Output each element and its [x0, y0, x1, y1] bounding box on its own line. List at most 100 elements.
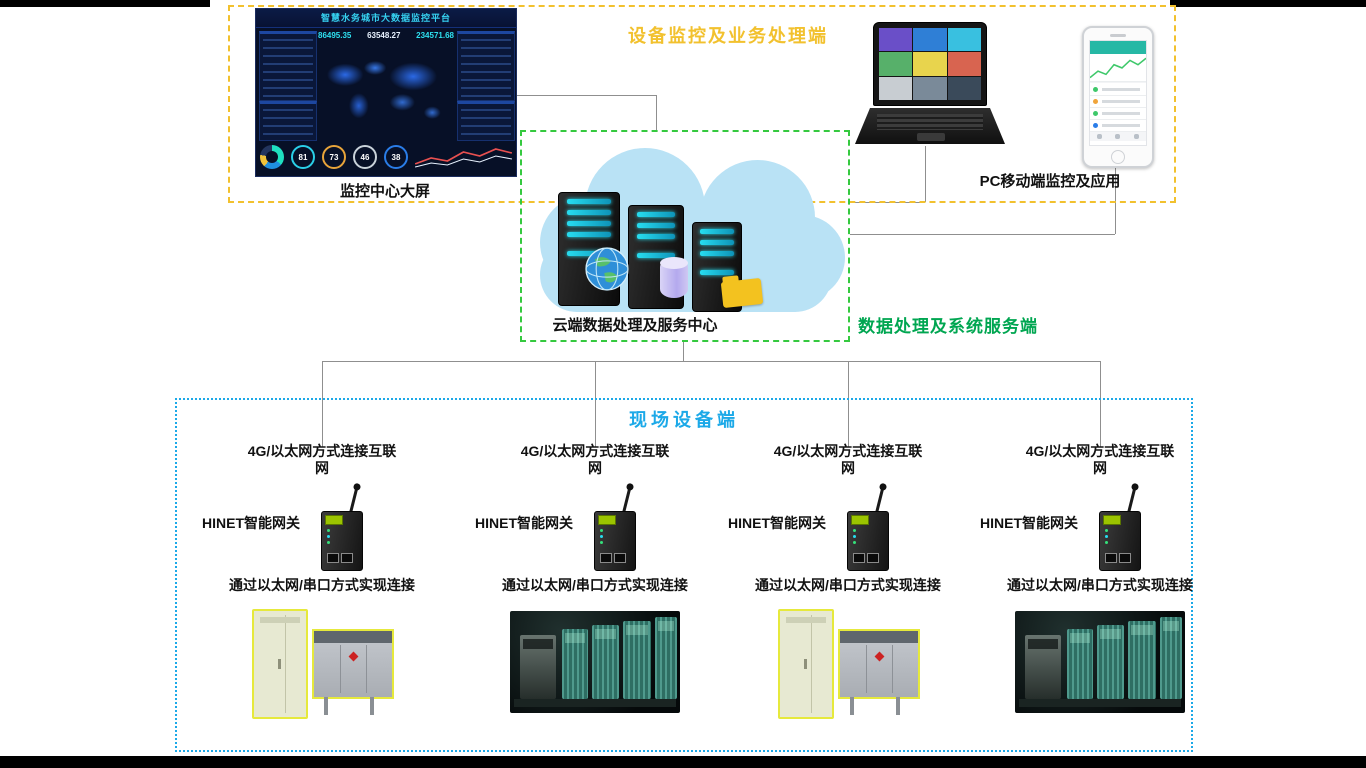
plc-cpu-module	[520, 635, 556, 699]
cabinet-seam	[866, 645, 867, 693]
phone-speaker	[1110, 34, 1126, 37]
cabinet-top	[840, 631, 918, 643]
dashboard-header: 智慧水务城市大数据监控平台	[256, 9, 516, 28]
led-icon	[600, 529, 603, 532]
laptop-keyboard	[877, 114, 983, 130]
plc-rack-illustration	[510, 611, 680, 713]
connector-dashboard-cloud-v	[656, 95, 657, 132]
connection-label: 通过以太网/串口方式实现连接	[502, 577, 688, 593]
zone-monitoring-title: 设备监控及业务处理端	[628, 26, 828, 46]
cabinet-box	[838, 629, 920, 699]
dashboard-stat: 234571.68	[416, 31, 454, 40]
database-cylinder-icon	[660, 257, 688, 298]
cloud-side-label: 数据处理及系统服务端	[858, 317, 1038, 336]
plc-io-module	[562, 629, 588, 699]
cabinet-seam	[340, 645, 341, 693]
connection-label: 通过以太网/串口方式实现连接	[755, 577, 941, 593]
phone-nav-bar	[1090, 132, 1146, 141]
gateway-label: HINET智能网关	[980, 515, 1078, 531]
ethernet-port-icon	[600, 553, 612, 563]
control-cabinet-illustration	[778, 609, 920, 721]
cabinet-leg	[850, 697, 854, 715]
ethernet-port-icon	[1119, 553, 1131, 563]
led-icon	[327, 541, 330, 544]
cabinet-top	[314, 631, 392, 643]
field-zone-title: 现场设备端	[629, 410, 739, 430]
net-label: 4G/以太网方式连接互联网	[1025, 443, 1175, 476]
plc-io-module	[655, 617, 677, 699]
letterbox-bar-bottom	[0, 756, 1366, 768]
zone-cloud-service	[520, 130, 850, 342]
dashboard-title: 智慧水务城市大数据监控平台	[320, 13, 451, 23]
brand-logo	[348, 651, 359, 662]
phone-screen	[1089, 40, 1147, 146]
phone-list-item	[1090, 120, 1146, 132]
globe-icon	[585, 247, 629, 291]
plc-io-module	[1067, 629, 1093, 699]
plc-rail	[514, 699, 676, 707]
dashboard-stat: 86495.35	[318, 31, 352, 40]
connector-bus-h	[322, 361, 1101, 362]
connector-laptop-cloud-v	[925, 146, 926, 202]
cloud-caption: 云端数据处理及服务中心	[552, 317, 718, 334]
plc-io-module	[1160, 617, 1182, 699]
dashboard-panel	[457, 31, 515, 101]
ethernet-port-icon	[1105, 553, 1117, 563]
hinet-gateway-illustration	[1093, 487, 1145, 571]
folder-icon	[720, 277, 764, 309]
hinet-gateway-illustration	[588, 487, 640, 571]
dashboard-gauges-row: 81 73 46 38	[260, 141, 512, 173]
plc-rail	[1019, 699, 1181, 707]
led-icon	[600, 535, 603, 538]
laptop-illustration	[855, 22, 1005, 152]
led-icon	[853, 541, 856, 544]
led-icon	[1105, 529, 1108, 532]
gateway-label: HINET智能网关	[475, 515, 573, 531]
laptop-touchpad	[917, 133, 945, 141]
led-icon	[327, 535, 330, 538]
gateway-label: HINET智能网关	[728, 515, 826, 531]
dashboard-caption: 监控中心大屏	[339, 183, 430, 200]
connection-label: 通过以太网/串口方式实现连接	[1007, 577, 1193, 593]
ethernet-port-icon	[853, 553, 865, 563]
net-label: 4G/以太网方式连接互联网	[247, 443, 397, 476]
gauge: 81	[291, 145, 315, 169]
ethernet-port-icon	[867, 553, 879, 563]
connector-dashboard-cloud-h	[515, 95, 656, 96]
field-column-4: 4G/以太网方式连接互联网 HINET智能网关 通过以太网/串口方式实现连接	[975, 443, 1225, 743]
dashboard-stats-row: 86495.35 63548.27 234571.68	[318, 31, 454, 40]
net-label: 4G/以太网方式连接互联网	[773, 443, 923, 476]
brand-logo	[874, 651, 885, 662]
led-icon	[1105, 535, 1108, 538]
dashboard-screenshot: 智慧水务城市大数据监控平台 86495.35 63548.27 234571.6…	[255, 8, 517, 177]
cabinet-seam	[892, 645, 893, 693]
led-icon	[1105, 541, 1108, 544]
dashboard-panel	[457, 101, 515, 141]
connector-bus-col3	[848, 361, 849, 447]
connector-phone-cloud-v	[1115, 166, 1116, 234]
phone-app-header	[1090, 41, 1146, 54]
plc-io-module	[592, 625, 619, 699]
ethernet-port-icon	[327, 553, 339, 563]
gateway-terminal	[598, 515, 616, 525]
phone-illustration	[1082, 26, 1154, 168]
connector-bus-col2	[595, 361, 596, 447]
gauge: 73	[322, 145, 346, 169]
dashboard-panel	[259, 101, 317, 141]
phone-app-chart	[1090, 57, 1146, 83]
cabinet-box	[312, 629, 394, 699]
plc-cpu-module	[1025, 635, 1061, 699]
pc-mobile-caption: PC移动端监控及应用	[979, 173, 1121, 190]
phone-list-item	[1090, 108, 1146, 120]
led-icon	[327, 529, 330, 532]
cabinet-handle	[804, 659, 807, 669]
laptop-screen-graphic	[879, 28, 981, 100]
phone-list-item	[1090, 84, 1146, 96]
gateway-terminal	[1103, 515, 1121, 525]
connector-cloud-bus-v	[683, 342, 684, 361]
plc-rack-illustration	[1015, 611, 1185, 713]
letterbox-bar-top-right	[1170, 0, 1366, 7]
letterbox-bar-top-left	[0, 0, 210, 7]
control-cabinet-illustration	[252, 609, 394, 721]
